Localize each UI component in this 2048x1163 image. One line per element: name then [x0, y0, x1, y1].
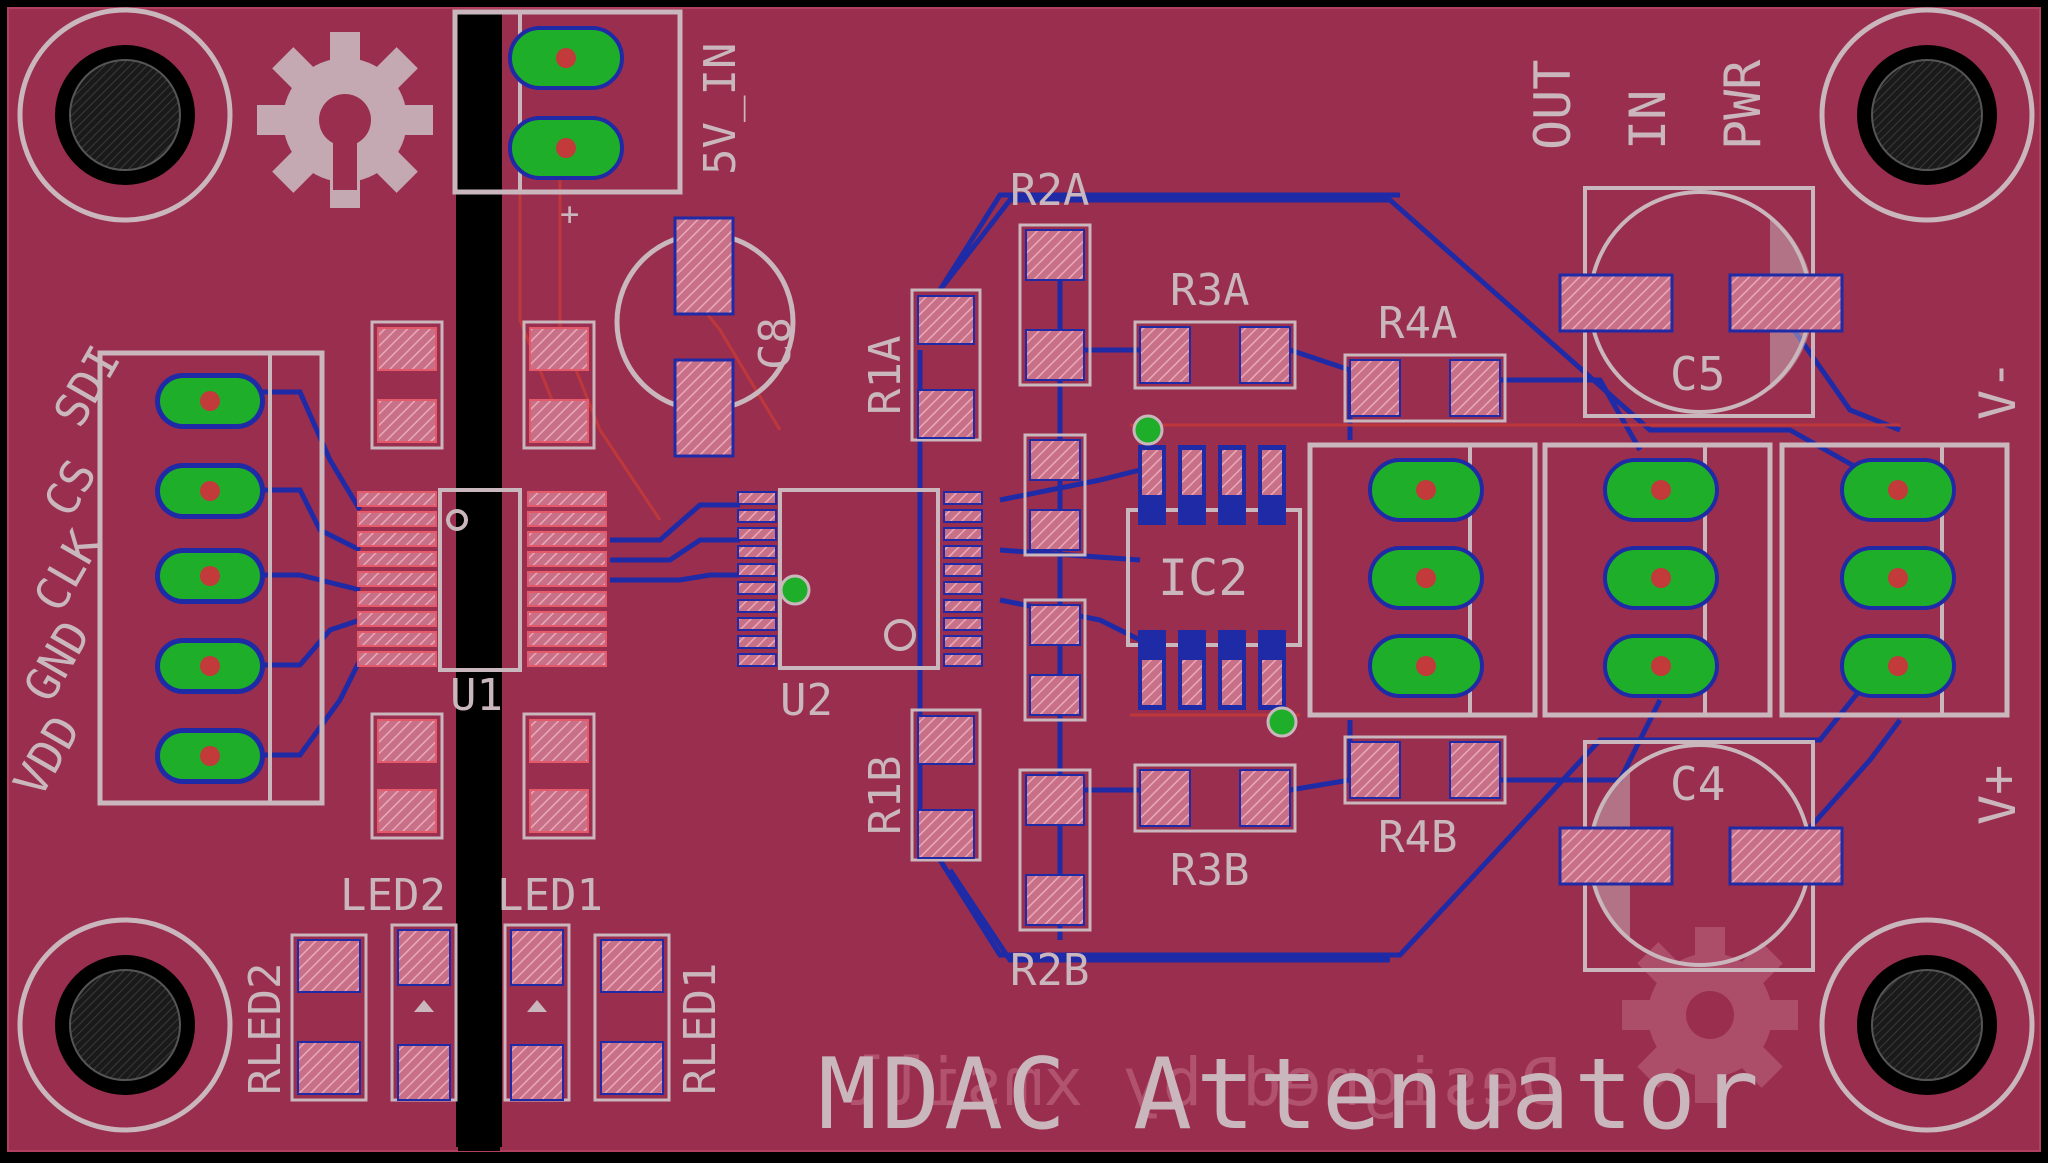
resistor-mid-bottom[interactable]	[1023, 598, 1087, 722]
power-pin[interactable]	[508, 26, 624, 90]
open-hardware-gear-icon	[257, 32, 433, 208]
header-pin[interactable]	[155, 728, 265, 784]
resistor-r4b[interactable]	[1343, 735, 1507, 805]
header-outline	[97, 350, 325, 806]
label-in: IN	[1619, 90, 1677, 150]
resistor-r4a[interactable]	[1343, 353, 1507, 423]
resistor-mid-top[interactable]	[1023, 433, 1087, 557]
label-out: OUT	[1524, 60, 1582, 150]
header-pin[interactable]	[155, 463, 265, 519]
label-pwr: PWR	[1714, 59, 1772, 150]
label-ic2: IC2	[1158, 549, 1248, 607]
label-r2b: R2B	[1010, 945, 1089, 996]
label-rled2: RLED2	[240, 963, 291, 1095]
label-u1: U1	[450, 670, 503, 721]
chip-u1[interactable]	[357, 488, 607, 672]
label-v-plus: V+	[1969, 765, 2027, 825]
board-title: MDAC Attenuator	[818, 1038, 1763, 1152]
mounting-hole-icon	[17, 7, 233, 223]
header-pin[interactable]	[155, 638, 265, 694]
connector-pwr[interactable]	[1779, 442, 2010, 718]
resistor-r2a[interactable]	[1018, 223, 1092, 387]
label-u2: U2	[780, 675, 833, 726]
power-connector-outline	[452, 9, 683, 195]
open-hardware-gear-icon	[1622, 927, 1798, 1103]
connector-out[interactable]	[1307, 442, 1538, 718]
chip-ic2[interactable]	[1126, 414, 1302, 738]
resistor-r3a[interactable]	[1133, 320, 1297, 390]
mirror-text: Designed by xmsill	[845, 1044, 1560, 1121]
header-pin[interactable]	[155, 548, 265, 604]
resistor-rled1[interactable]	[593, 933, 671, 1102]
label-plus: +	[560, 195, 579, 233]
capacitor-c5[interactable]	[1558, 186, 1844, 418]
label-r1b: R1B	[860, 756, 911, 835]
label-rled1: RLED1	[675, 963, 726, 1095]
resistor-rled2[interactable]	[290, 933, 368, 1102]
resistor-r1b[interactable]	[910, 708, 982, 862]
label-c5: C5	[1670, 347, 1725, 401]
label-c4: C4	[1670, 757, 1725, 811]
mounting-hole-icon	[1819, 7, 2035, 223]
label-r4b: R4B	[1378, 812, 1457, 863]
led2[interactable]	[390, 923, 458, 1102]
power-pin[interactable]	[508, 116, 624, 180]
capacitor-c8[interactable]	[614, 216, 796, 458]
led1[interactable]	[503, 923, 571, 1102]
chip-u2[interactable]	[737, 488, 983, 670]
resistors-u1[interactable]	[377, 327, 589, 833]
capacitor-c4[interactable]	[1558, 740, 1844, 972]
resistor-r3b[interactable]	[1133, 763, 1297, 833]
isolation-gap	[456, 12, 502, 1147]
mounting-hole-icon	[1819, 917, 2035, 1133]
resistor-r2b[interactable]	[1018, 768, 1092, 932]
mounting-hole-icon	[17, 917, 233, 1133]
label-c8: C8	[750, 317, 801, 370]
label-r4a: R4A	[1378, 298, 1457, 349]
label-v-minus: V-	[1969, 360, 2027, 420]
header-pin[interactable]	[155, 373, 265, 429]
label-led1: LED1	[497, 870, 603, 921]
label-r2a: R2A	[1010, 165, 1089, 216]
connector-in[interactable]	[1542, 442, 1773, 718]
label-5v-in: 5V_IN	[695, 43, 746, 175]
label-led2: LED2	[340, 870, 446, 921]
label-r1a: R1A	[860, 336, 911, 415]
label-r3a: R3A	[1170, 265, 1249, 316]
label-r3b: R3B	[1170, 845, 1249, 896]
resistor-r1a[interactable]	[910, 288, 982, 442]
